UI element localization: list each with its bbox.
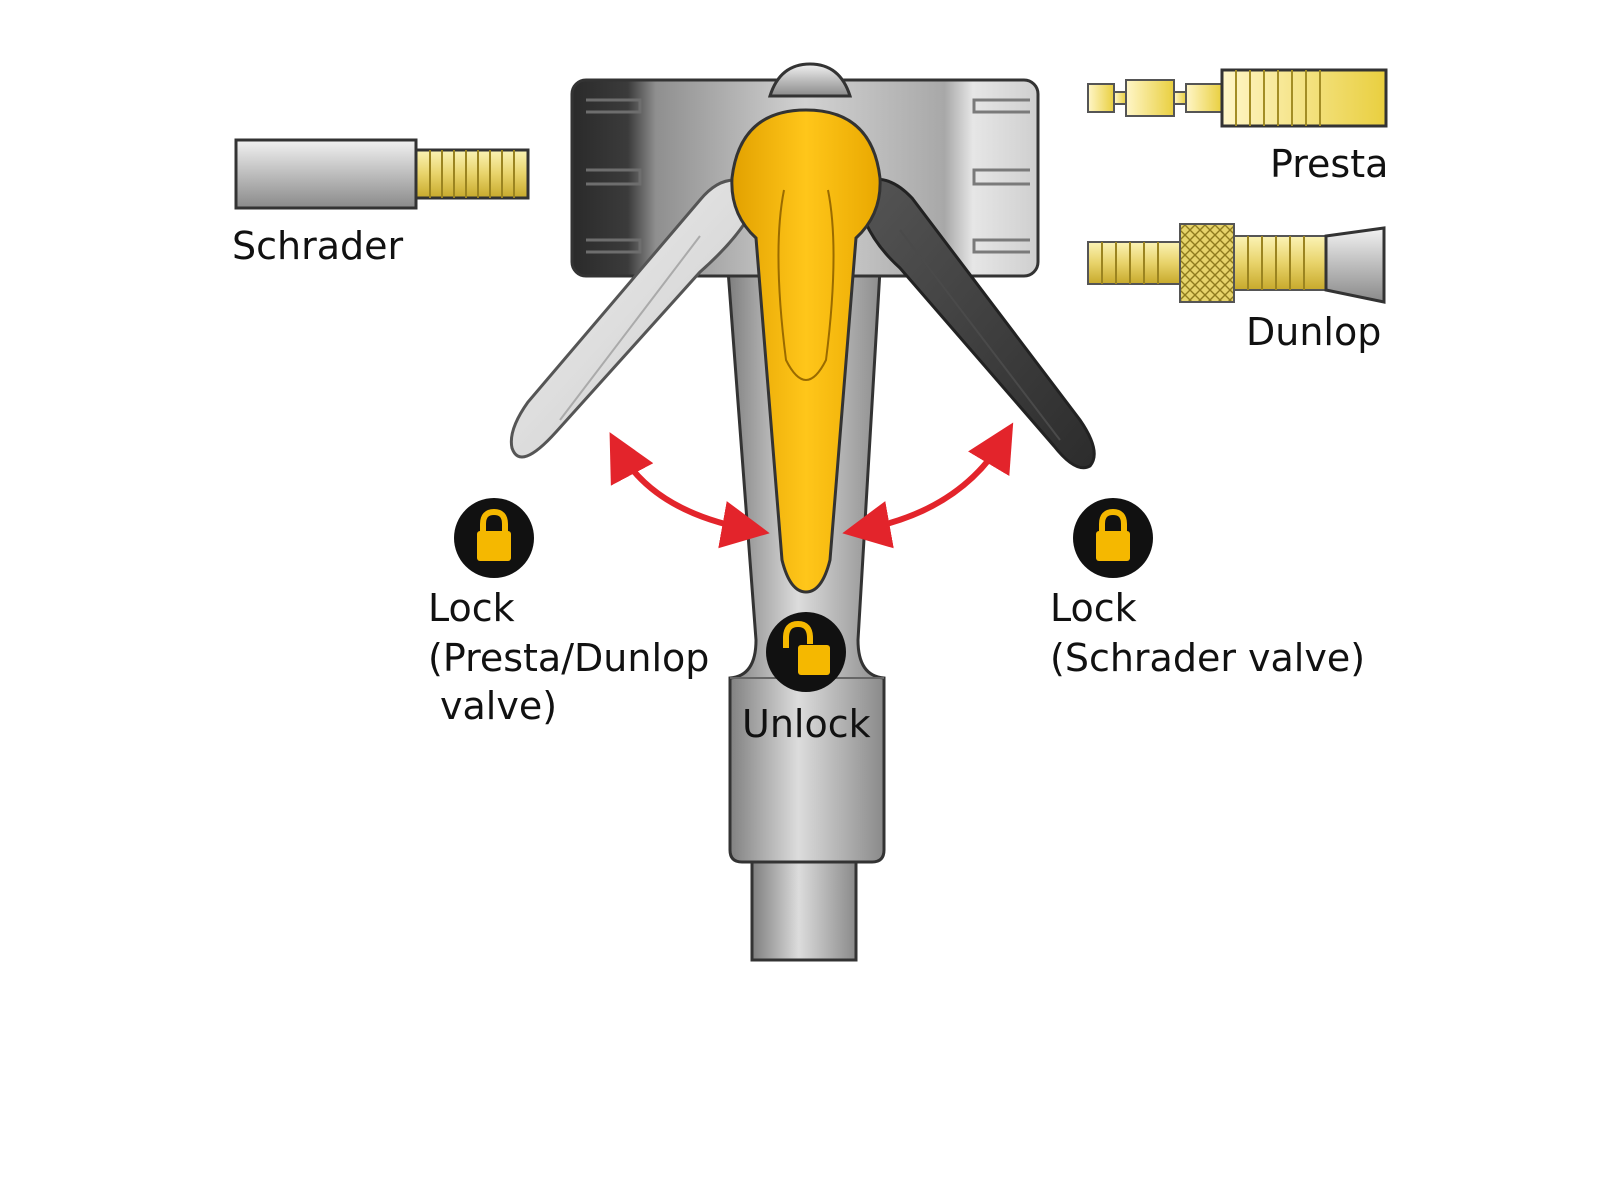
lever-position-center [730,108,882,594]
schrader-label: Schrader [232,224,404,268]
lock-right-label-line2: (Schrader valve) [1050,636,1366,680]
lock-open-icon [766,612,846,692]
presta-valve-illustration [1087,68,1388,128]
lever-left-groove [559,235,701,421]
lever-center-groove [777,189,835,381]
pivot-cap [767,62,853,98]
lock-closed-icon [1073,498,1153,578]
pump-tube [750,858,858,962]
arrow-left [609,432,770,549]
lock-closed-icon [454,498,534,578]
lever-right-groove [899,229,1061,441]
dunlop-label: Dunlop [1246,310,1382,354]
lock-left-label-line2: (Presta/Dunlop [428,636,710,680]
presta-label: Presta [1270,142,1389,186]
lock-left-label-line1: Lock [428,586,515,630]
dunlop-valve-illustration [1087,223,1386,304]
head-left-slots [586,98,642,254]
lock-left-label-line3: valve) [440,684,558,728]
arrow-right [842,422,1014,549]
unlock-label: Unlock [742,702,871,746]
schrader-valve-illustration [234,138,530,210]
lever-position-left [509,178,762,459]
lock-right-label-line1: Lock [1050,586,1137,630]
head-right-slots [972,98,1030,254]
